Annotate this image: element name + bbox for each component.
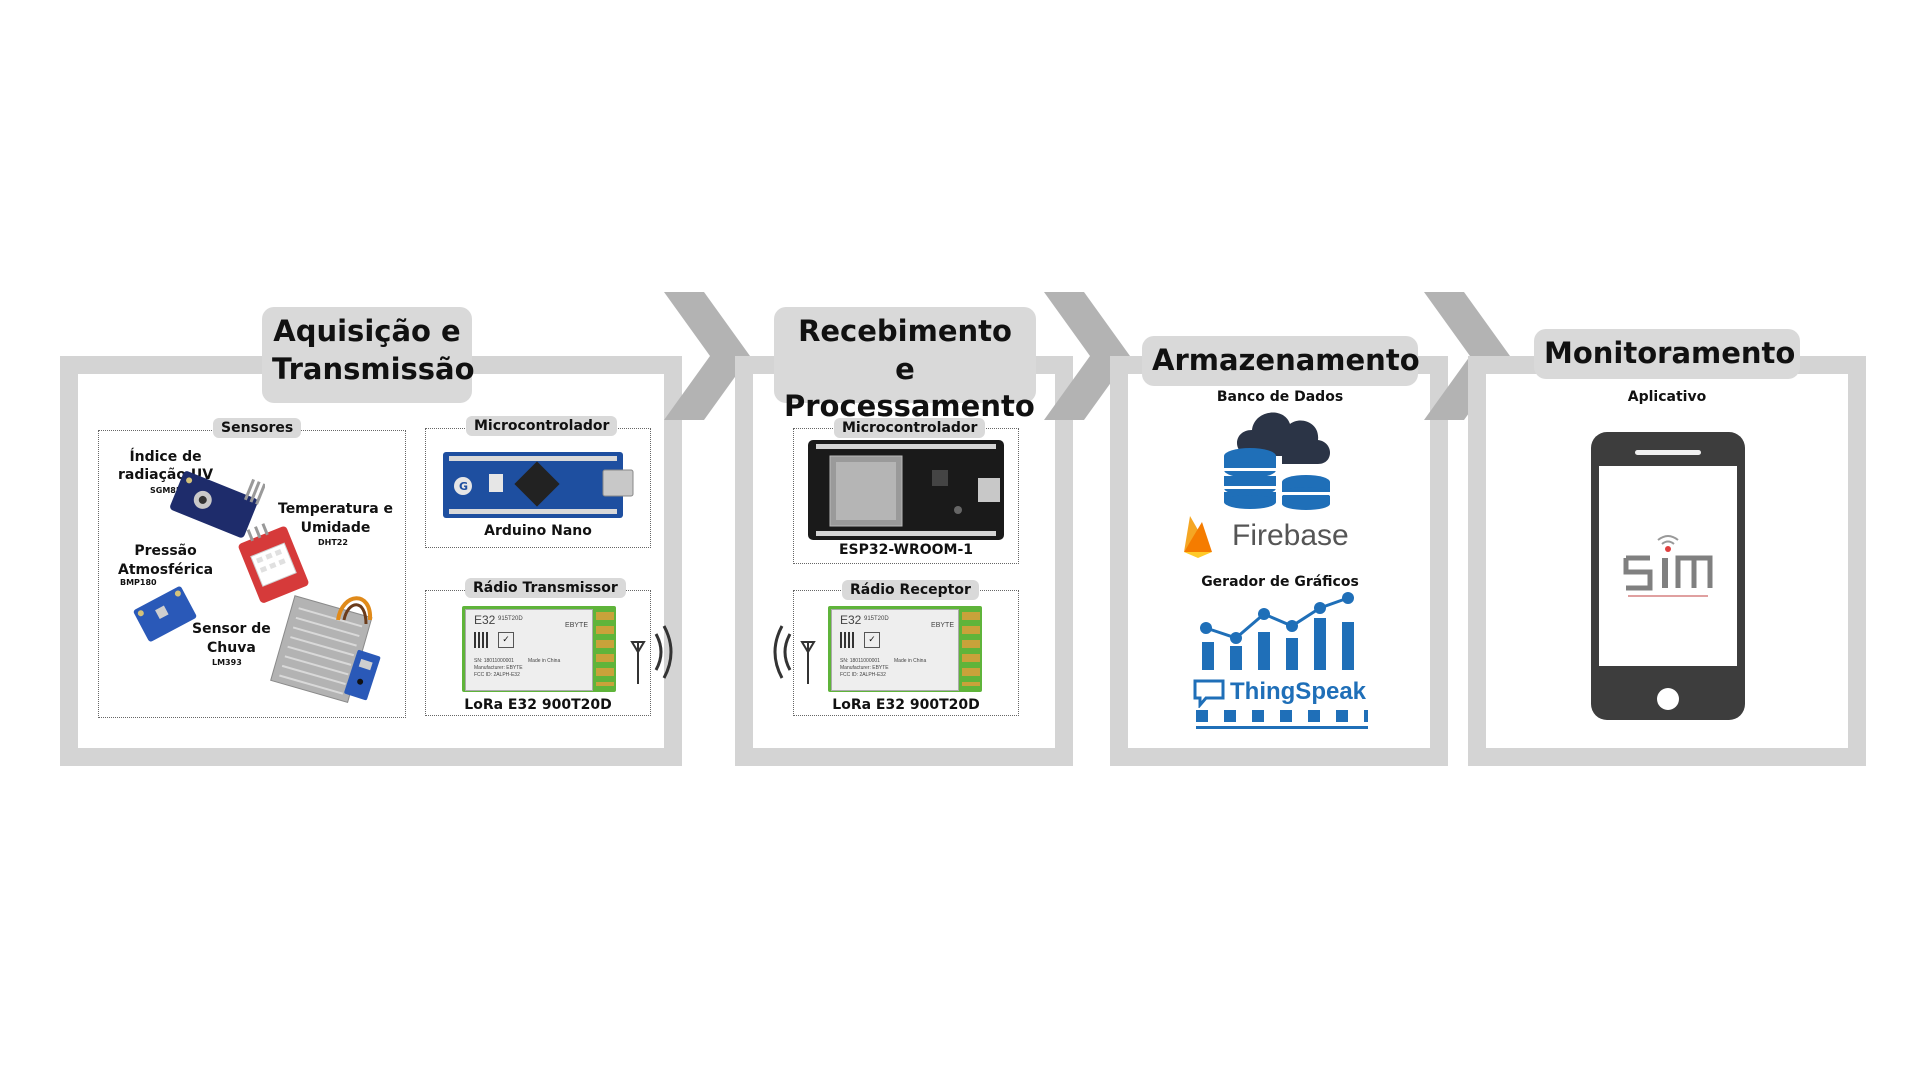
transmitter-tab: Rádio Transmissor — [465, 578, 626, 598]
esp32-caption: ESP32-WROOM-1 — [838, 542, 974, 558]
flow-arrow-1 — [664, 292, 750, 420]
sim-app-logo — [1623, 535, 1713, 597]
arduino-tab: Microcontrolador — [466, 416, 618, 436]
stage-monitoring-title: Monitoramento — [1534, 329, 1800, 379]
smartphone-body — [1591, 432, 1745, 720]
lora-rx-shield: E32 915T20D EBYTE ✓ SN: 18011000001 Made… — [831, 609, 959, 691]
temp-sensor-board — [238, 523, 309, 603]
rain-sensor-label-line1: Sensor de — [192, 621, 271, 637]
lora-tx-fcc: FCC ID: 2ALPH-E32 — [474, 672, 520, 678]
lora-tx-qr-code — [474, 632, 490, 648]
lora-tx-model: E32 — [474, 613, 496, 627]
lora-transmitter-module: E32 915T20D EBYTE ✓ SN: 18011000001 Made… — [462, 606, 616, 692]
esp32-tab: Microcontrolador — [834, 418, 986, 438]
lora-tx-made: Made in China — [528, 658, 561, 664]
thingspeak-base-bars — [1196, 710, 1368, 722]
temp-sensor-model: DHT22 — [318, 538, 348, 547]
receiver-tab: Rádio Receptor — [842, 580, 979, 600]
stage-storage-title: Armazenamento — [1142, 336, 1420, 386]
thingspeak-chart-icon — [1200, 592, 1354, 670]
lora-tx-manufacturer: Manufacturer: EBYTE — [474, 665, 523, 671]
lora-rx-fcc: FCC ID: 2ALPH-E32 — [840, 672, 886, 678]
rain-sensor-label: Sensor de Chuva — [192, 620, 271, 658]
svg-text:G: G — [459, 480, 468, 493]
lora-tx-shield: E32 915T20D EBYTE ✓ SN: 18011000001 Made… — [465, 609, 593, 691]
firebase-wordmark: Firebase — [1232, 519, 1349, 552]
pressure-sensor-label-line2: Atmosférica — [118, 562, 214, 578]
receiver-caption: LoRa E32 900T20D — [832, 697, 980, 713]
arduino-caption: Arduino Nano — [484, 523, 592, 539]
lora-tx-brand: EBYTE — [565, 622, 588, 629]
stage-acquisition-title-line1: Aquisição e — [273, 314, 461, 348]
lora-receiver-module: E32 915T20D EBYTE ✓ SN: 18011000001 Made… — [828, 606, 982, 692]
lora-rx-pins — [962, 612, 980, 686]
temp-sensor-label-line2: Umidade — [300, 520, 371, 536]
stage-processing-title-line1: Recebimento e — [798, 314, 1012, 386]
pressure-sensor-model: BMP180 — [120, 578, 157, 587]
stage-processing-title-line2: Processamento — [784, 389, 1035, 424]
sensors-tab: Sensores — [213, 418, 302, 438]
stage-processing-title: Recebimento e Processamento — [774, 307, 1036, 423]
rain-sensor-wires — [336, 596, 373, 625]
stage-acquisition-title: Aquisição e Transmissão — [262, 307, 475, 403]
pressure-sensor-label: Pressão Atmosférica — [118, 542, 213, 580]
thingspeak-base-line — [1196, 726, 1368, 729]
rain-sensor-plate — [270, 595, 373, 703]
lora-rx-qr-code — [840, 632, 856, 648]
stage-acquisition-title-line2: Transmissão — [272, 351, 475, 386]
lora-rx-sn: SN: 18011000001 — [840, 658, 880, 664]
pressure-sensor-label-line1: Pressão — [134, 543, 197, 559]
uv-sensor-label-line1: Índice de — [129, 449, 202, 465]
thingspeak-speech-icon — [1193, 679, 1225, 708]
uv-sensor-model: SGM8521 — [150, 486, 193, 495]
lora-rx-part: 915T20D — [864, 616, 889, 622]
esp32-board — [808, 440, 1004, 540]
receiver-antenna-icon — [773, 625, 816, 684]
lora-rx-model: E32 — [840, 613, 862, 627]
chart-generator-label: Gerador de Gráficos — [1201, 574, 1359, 590]
thingspeak-wordmark: ThingSpeak — [1230, 678, 1367, 705]
database-label: Banco de Dados — [1216, 389, 1344, 405]
rain-sensor-module — [344, 649, 381, 701]
lora-tx-part: 915T20D — [498, 616, 523, 622]
lora-rx-manufacturer: Manufacturer: EBYTE — [840, 665, 889, 671]
pressure-sensor-board — [133, 586, 197, 642]
rain-sensor-label-line2: Chuva — [207, 640, 256, 656]
app-label: Aplicativo — [1627, 389, 1707, 405]
transmitter-caption: LoRa E32 900T20D — [464, 697, 612, 713]
uv-sensor-board — [170, 471, 265, 538]
lora-tx-pins — [596, 612, 614, 686]
lora-rx-made: Made in China — [894, 658, 927, 664]
smartphone-speaker — [1635, 450, 1701, 455]
lora-rx-cert-icon: ✓ — [864, 632, 880, 648]
arduino-nano-board: G — [443, 452, 634, 518]
cloud-database-icon — [1224, 412, 1330, 510]
temp-sensor-label-line1: Temperatura e — [278, 501, 394, 517]
lora-tx-cert-icon: ✓ — [498, 632, 514, 648]
smartphone-home-button — [1657, 688, 1679, 710]
temp-sensor-label: Temperatura e Umidade — [278, 500, 393, 538]
firebase-logo-icon — [1184, 516, 1212, 558]
transmitter-antenna-icon — [630, 625, 673, 684]
lora-tx-sn: SN: 18011000001 — [474, 658, 514, 664]
uv-sensor-label: Índice de radiação UV — [118, 448, 213, 484]
lora-rx-brand: EBYTE — [931, 622, 954, 629]
rain-sensor-model: LM393 — [212, 658, 242, 667]
